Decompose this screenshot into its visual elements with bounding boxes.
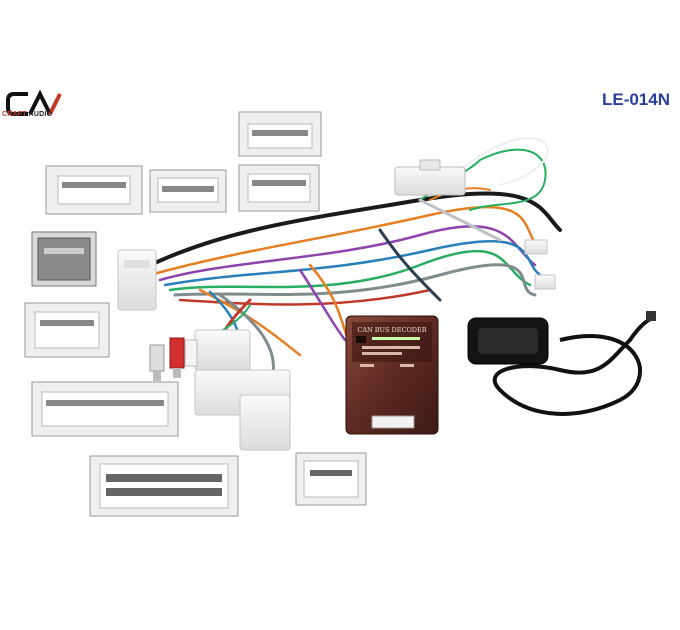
model-code: LE-014N [601,90,670,109]
connector-top-center [238,111,322,157]
can-bus-decoder-image: CAN BUS DECODER [345,315,439,435]
connector-images [24,111,367,517]
harness-plug-left [117,249,157,311]
rca-plugs [149,337,198,381]
decoder-title: CAN BUS DECODER [357,326,427,334]
obd-cable-image [467,311,656,416]
connector-top-left [45,165,143,215]
harness-plug-small-right [524,239,556,290]
connector-bottom-right [295,452,367,506]
connector-left-middle [24,302,110,358]
connector-top-right [238,164,320,212]
connector-bottom-wide [89,455,239,517]
brand-name-part1: CRAFT [2,111,29,118]
connector-gray [31,231,97,287]
brand-name-part2: AUDIO [28,111,53,118]
brand-name: CRAFT AUDIO [2,111,52,118]
connector-top-mid [149,169,227,213]
connector-left-wide [31,381,179,437]
harness-relay-module [394,159,466,196]
harness-plug-mid [194,329,291,451]
craft-audio-logo [6,90,62,116]
